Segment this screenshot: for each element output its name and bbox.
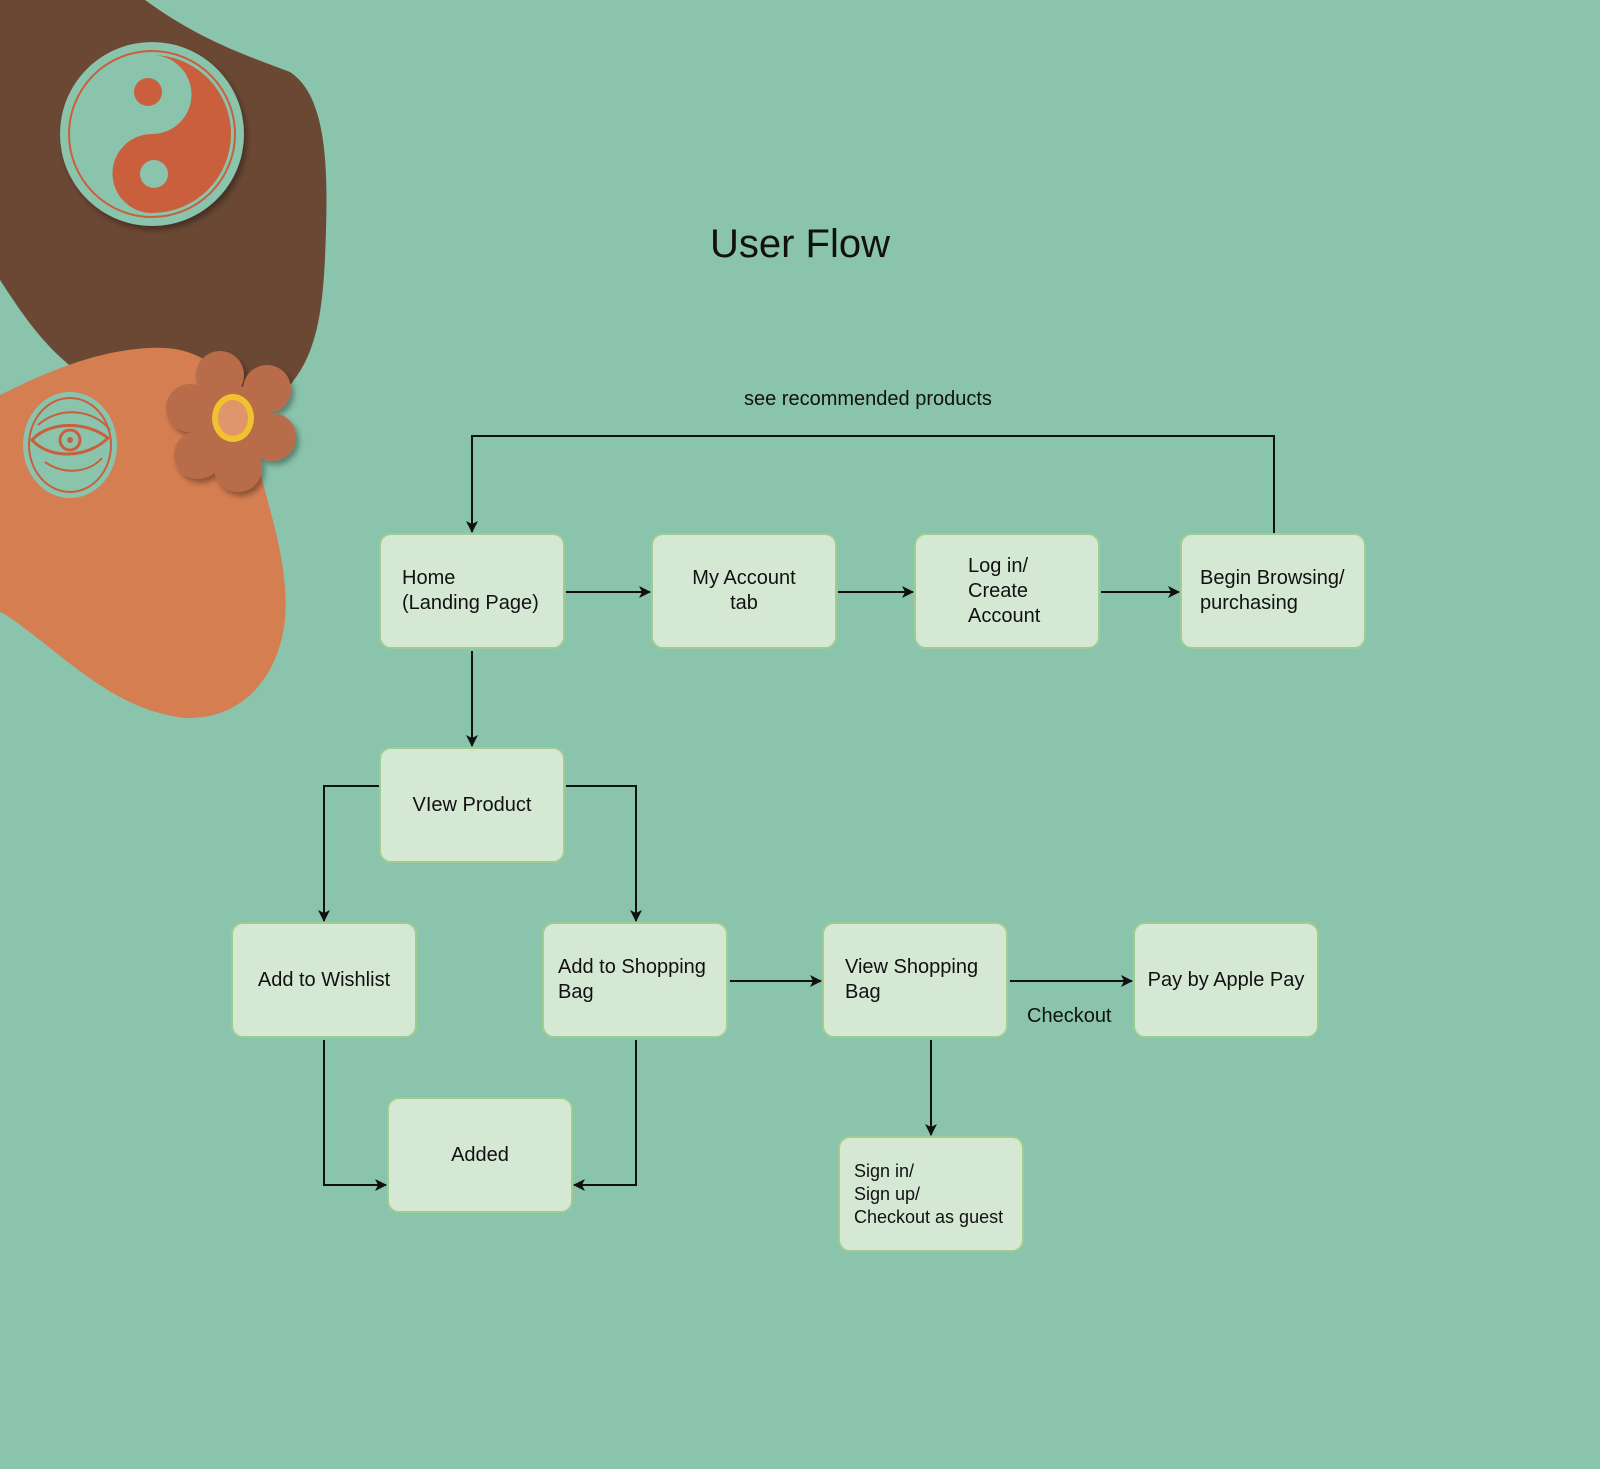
node-login[interactable]: Log in/ Create Account xyxy=(914,533,1100,649)
node-wishlist[interactable]: Add to Wishlist xyxy=(231,922,417,1038)
node-add-to-bag-label: Add to Shopping Bag xyxy=(558,956,706,1003)
node-apple-pay[interactable]: Pay by Apple Pay xyxy=(1133,922,1319,1038)
node-home-label: Home (Landing Page) xyxy=(402,567,539,614)
node-wishlist-label: Add to Wishlist xyxy=(257,968,391,991)
node-my-account[interactable]: My Account tab xyxy=(651,533,837,649)
edge-wishlist-to-added xyxy=(323,1040,387,1191)
edge-product-to-wishlist xyxy=(318,785,379,922)
node-view-bag[interactable]: View Shopping Bag xyxy=(822,922,1008,1038)
page-title: User Flow xyxy=(709,222,891,266)
node-view-product-label: VIew Product xyxy=(412,793,532,816)
node-login-label: Log in/ Create Account xyxy=(968,554,1041,627)
edge-label-checkout: Checkout xyxy=(1027,1005,1112,1027)
node-browse[interactable]: Begin Browsing/ purchasing xyxy=(1180,533,1366,649)
node-apple-pay-label: Pay by Apple Pay xyxy=(1147,968,1305,991)
node-added[interactable]: Added xyxy=(387,1097,573,1213)
node-view-product[interactable]: VIew Product xyxy=(379,747,565,863)
flower-icon xyxy=(166,351,296,492)
node-home[interactable]: Home (Landing Page) xyxy=(379,533,565,649)
edge-bag-to-added xyxy=(573,1040,637,1191)
edge-label-recommended: see recommended products xyxy=(744,388,992,410)
node-browse-label: Begin Browsing/ purchasing xyxy=(1200,567,1345,614)
node-view-bag-label: View Shopping Bag xyxy=(845,956,979,1003)
node-my-account-label: My Account tab xyxy=(692,567,796,614)
node-add-to-bag[interactable]: Add to Shopping Bag xyxy=(542,922,728,1038)
decorative-artwork xyxy=(0,0,327,719)
node-added-label: Added xyxy=(451,1143,509,1166)
node-sign-in-label: Sign in/ Sign up/ Checkout as guest xyxy=(854,1160,1004,1227)
edge-product-to-bag xyxy=(566,785,642,922)
edge-browse-to-home xyxy=(466,435,1275,533)
eye-icon xyxy=(23,392,117,498)
node-sign-in[interactable]: Sign in/ Sign up/ Checkout as guest xyxy=(838,1136,1024,1252)
